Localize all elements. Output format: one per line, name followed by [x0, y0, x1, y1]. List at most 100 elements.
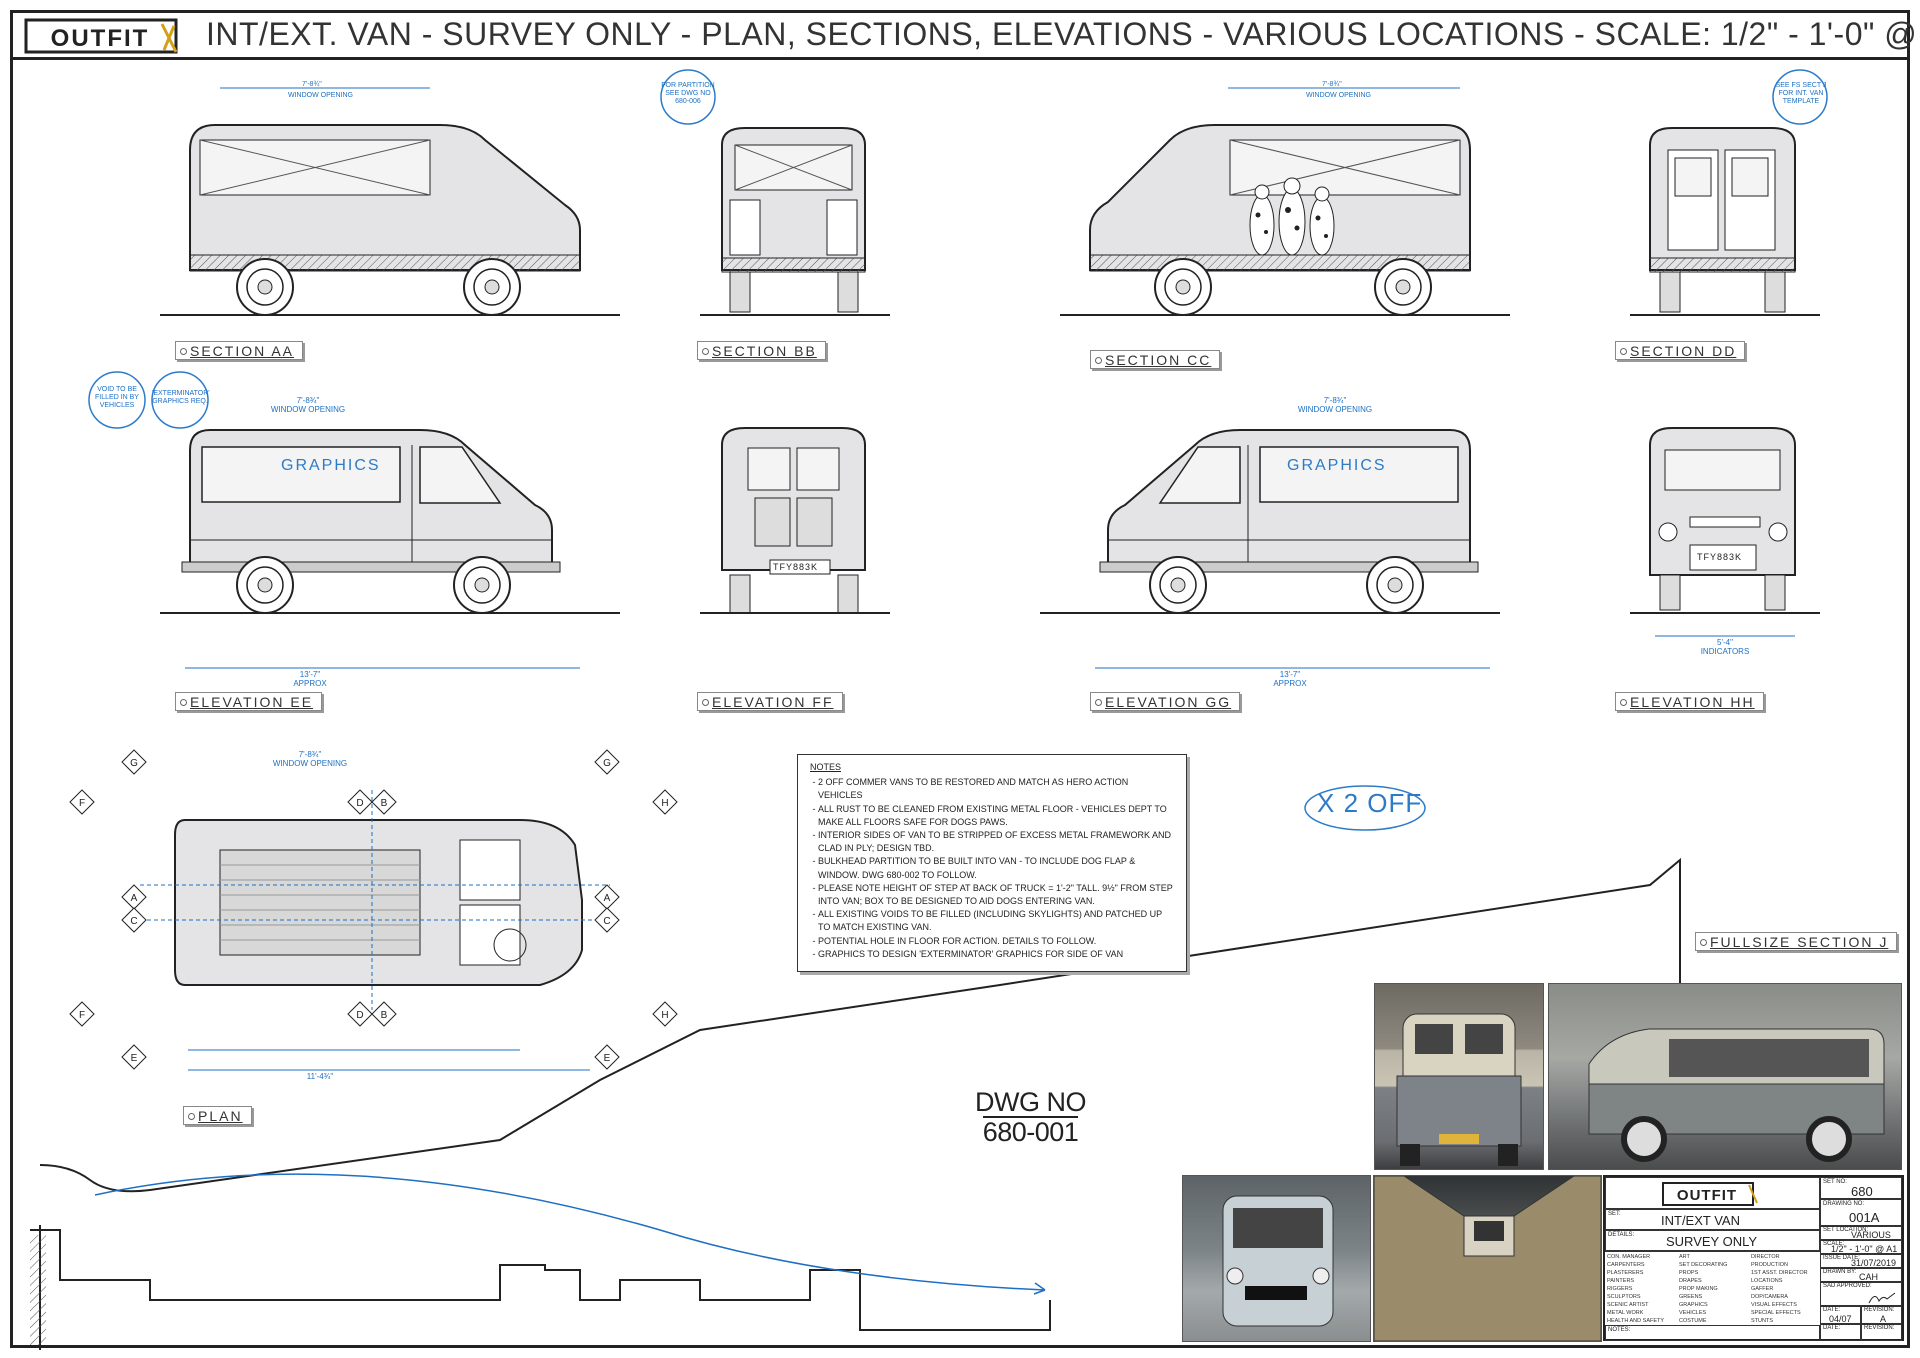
- svg-text:C: C: [603, 916, 610, 927]
- svg-text:F: F: [79, 798, 85, 809]
- svg-text:A: A: [604, 893, 611, 904]
- tb-scale-cell: SCALE: 1/2" - 1'-0" @ A1: [1820, 1240, 1902, 1254]
- label-section-aa: SECTION AA: [175, 341, 304, 360]
- header-bar: OUTFIT INT/EXT. VAN - SURVEY ONLY - PLAN…: [10, 10, 1920, 60]
- tb-set-value: INT/EXT VAN: [1661, 1213, 1740, 1228]
- partition-callout: FOR PARTITION SEE DWG NO 680-006: [661, 82, 715, 105]
- void-callout: VOID TO BE FILLED IN BY VEHICLES: [95, 386, 139, 409]
- crew-role-label: PRODUCTION: [1751, 1262, 1788, 1268]
- marker-b-top: B: [371, 789, 397, 815]
- elevation-ee-drawing: [160, 429, 620, 614]
- note-item: INTERIOR SIDES OF VAN TO BE STRIPPED OF …: [818, 829, 1174, 855]
- section-markers: G G F F H H A A C C D B D B E E: [69, 749, 678, 1070]
- svg-text:OUTFIT: OUTFIT: [1677, 1187, 1737, 1204]
- crew-role-label: PROPS: [1679, 1270, 1699, 1276]
- crew-role-label: SCENIC ARTIST: [1607, 1302, 1649, 1308]
- tb-set-no-cell: SET NO: 680: [1820, 1177, 1902, 1199]
- tb-date-cell-2: DATE:: [1820, 1324, 1861, 1341]
- tb-date-cell: DATE: 04/07: [1820, 1306, 1861, 1324]
- tb-revision-cell-2: REVISION:: [1861, 1324, 1902, 1341]
- sheet-border: [10, 10, 1910, 1348]
- marker-g-right: G: [594, 749, 620, 775]
- window-opening-dim-ee: 7'-8¾"WINDOW OPENING: [248, 396, 368, 414]
- crew-role-label: GREENS: [1679, 1294, 1703, 1300]
- note-item: BULKHEAD PARTITION TO BE BUILT INTO VAN …: [818, 855, 1174, 881]
- label-section-cc: SECTION CC: [1090, 350, 1221, 369]
- svg-text:H: H: [661, 1010, 668, 1021]
- tb-details-value: SURVEY ONLY: [1666, 1234, 1758, 1249]
- crew-role-label: CARPENTERS: [1607, 1262, 1645, 1268]
- tb-set-no-label: SET NO:: [1823, 1179, 1847, 1185]
- crew-role-label: PLASTERERS: [1607, 1270, 1644, 1276]
- marker-f-bottom: F: [69, 1001, 95, 1027]
- void-callout-circle: [88, 371, 146, 429]
- svg-text:WINDOW OPENING: WINDOW OPENING: [1306, 92, 1371, 99]
- marker-b-bottom: B: [371, 1001, 397, 1027]
- photo-van-interior: [1373, 1175, 1602, 1342]
- quantity-ellipse: [1304, 785, 1426, 831]
- tb-revision-label: REVISION:: [1864, 1307, 1895, 1313]
- marker-a-left: A: [121, 884, 147, 910]
- graphics-label-gg: GRAPHICS: [1287, 457, 1387, 474]
- tb-set-label: SET:: [1608, 1211, 1621, 1217]
- section-cc-drawing: 7'-8¾" WINDOW OPENING: [1060, 81, 1510, 316]
- elevation-hh-drawing: [1630, 427, 1820, 614]
- tb-approved-cell: SAD APPROVED:: [1820, 1282, 1902, 1306]
- stamp-line-1: DWG NO: [975, 1087, 1087, 1117]
- dim-value: 5'-4": [1717, 638, 1733, 647]
- tb-revision-value: A: [1880, 1314, 1887, 1324]
- tb-date-label-2: DATE:: [1823, 1325, 1841, 1331]
- tb-approved-label: SAD APPROVED:: [1823, 1283, 1872, 1289]
- marker-a-right: A: [594, 884, 620, 910]
- tb-drawing-no-cell: DRAWING NO: 001A: [1820, 1199, 1902, 1226]
- section-aa-drawing: 7'-8¾"WINDOW OPENING: [160, 81, 620, 316]
- photo-van-rear: [1374, 983, 1544, 1170]
- tb-date-label: DATE:: [1823, 1307, 1841, 1313]
- length-dim-gg: 13'-7"APPROX: [1230, 670, 1350, 688]
- tb-issue-value: 31/07/2019: [1851, 1258, 1897, 1268]
- crew-role-label: CON. MANAGER: [1607, 1254, 1651, 1260]
- tb-details-cell: DETAILS: SURVEY ONLY: [1605, 1230, 1820, 1251]
- svg-text:B: B: [381, 1010, 388, 1021]
- svg-text:H: H: [661, 798, 668, 809]
- label-section-bb: SECTION BB: [697, 341, 826, 360]
- svg-text:B: B: [381, 798, 388, 809]
- dim-label: WINDOW OPENING: [270, 405, 346, 414]
- label-elevation-gg: ELEVATION GG: [1090, 692, 1241, 711]
- dim-label: APPROX: [293, 679, 327, 688]
- dim-value: 13'-7": [299, 670, 321, 679]
- photo-van-front: [1182, 1175, 1371, 1342]
- license-plate-hh: TFY883K: [1697, 552, 1743, 562]
- outfit-logo-small: OUTFIT: [1662, 1182, 1758, 1206]
- window-opening-dim-plan: 7'-8¾"WINDOW OPENING: [250, 750, 370, 768]
- crew-role-label: GRAPHICS: [1679, 1302, 1708, 1308]
- crew-role-label: COSTUME: [1679, 1318, 1707, 1324]
- label-plan: PLAN: [183, 1106, 252, 1125]
- tb-date-value: 04/07: [1829, 1314, 1852, 1324]
- crew-role-label: 1ST ASST. DIRECTOR: [1751, 1270, 1808, 1276]
- crew-role-label: LOCATIONS: [1751, 1278, 1783, 1284]
- title-block: OUTFIT SET: INT/EXT VAN DETAILS: SURVEY …: [1603, 1175, 1904, 1341]
- note-item: ALL EXISTING VOIDS TO BE FILLED (INCLUDI…: [818, 908, 1174, 934]
- marker-f-top: F: [69, 789, 95, 815]
- sheet-title: INT/EXT. VAN - SURVEY ONLY - PLAN, SECTI…: [206, 16, 1920, 52]
- svg-text:WINDOW OPENING: WINDOW OPENING: [288, 92, 353, 99]
- tb-drawn-label: DRAWN BY:: [1823, 1269, 1857, 1275]
- marker-d-top: D: [347, 789, 373, 815]
- dim-value: 7'-8¾": [296, 396, 320, 405]
- marker-h-top: H: [652, 789, 678, 815]
- notes-list: 2 OFF COMMER VANS TO BE RESTORED AND MAT…: [810, 776, 1174, 961]
- length-dim-ee: 13'-7"APPROX: [250, 670, 370, 688]
- note-item: 2 OFF COMMER VANS TO BE RESTORED AND MAT…: [818, 776, 1174, 802]
- crew-role-label: VISUAL EFFECTS: [1751, 1302, 1797, 1308]
- tb-location-label: SET LOCATION:: [1823, 1227, 1869, 1233]
- crew-role-label: RIGGERS: [1607, 1286, 1633, 1292]
- tb-scale-label: SCALE:: [1823, 1241, 1845, 1247]
- svg-text:7'-8¾": 7'-8¾": [1322, 81, 1342, 88]
- notes-box: NOTES 2 OFF COMMER VANS TO BE RESTORED A…: [797, 754, 1187, 972]
- tb-location-value: VARIOUS: [1851, 1230, 1891, 1240]
- note-item: GRAPHICS TO DESIGN 'EXTERMINATOR' GRAPHI…: [818, 948, 1174, 961]
- crew-role-label: PAINTERS: [1607, 1278, 1635, 1284]
- tb-drawn-value: CAH: [1859, 1272, 1879, 1282]
- width-dim-hh: 5'-4"INDICATORS: [1665, 638, 1785, 656]
